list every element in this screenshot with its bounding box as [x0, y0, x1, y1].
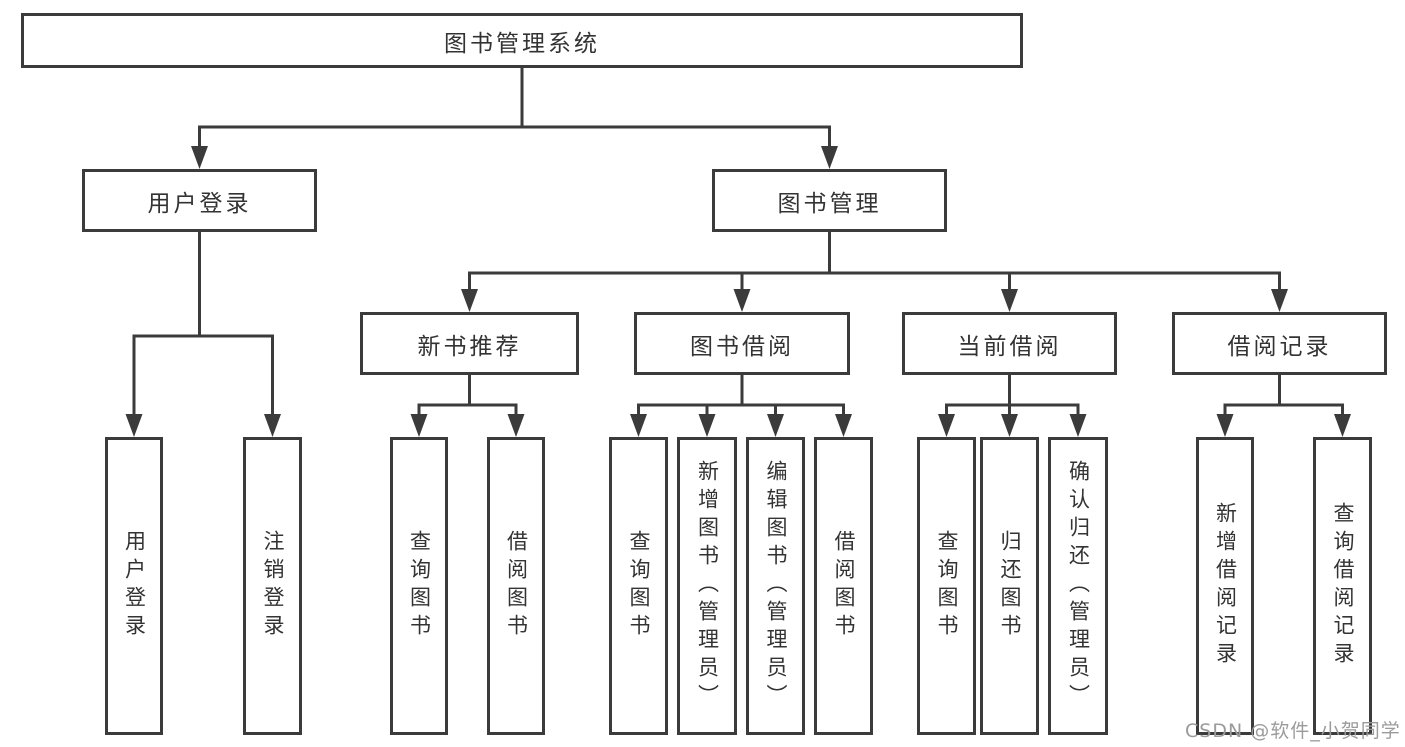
node-library-management-system: 图书管理系统	[21, 13, 1023, 68]
leaf-user-login: 用户登录	[105, 437, 163, 735]
leaf-add-borrow-record: 新增借阅记录	[1196, 437, 1254, 735]
leaf-label: 查询图书	[407, 530, 432, 642]
connector-borrow-records-children	[1223, 375, 1344, 420]
leaf-query-borrow-record: 查询借阅记录	[1313, 437, 1372, 735]
leaf-borrow-books-2: 借阅图书	[814, 437, 873, 735]
leaf-label: 查询图书	[935, 530, 959, 642]
leaf-label: 确认归还（管理员）	[1066, 460, 1091, 712]
connector-user-login-children	[132, 232, 274, 420]
arrowheads-new-books-children	[410, 414, 525, 437]
node-book-borrowing: 图书借阅	[634, 312, 850, 375]
leaf-edit-books-admin: 编辑图书（管理员）	[746, 437, 805, 735]
connector-root-to-level2	[198, 68, 831, 150]
arrowheads-level3	[461, 289, 1288, 312]
connector-current-borrow-children	[945, 375, 1080, 420]
arrowheads-current-borrow-children	[938, 414, 1087, 437]
leaf-query-books-3: 查询图书	[917, 437, 976, 735]
connector-book-borrow-children	[637, 375, 845, 420]
leaf-label: 借阅图书	[504, 530, 529, 642]
leaf-label: 新增借阅记录	[1213, 502, 1238, 670]
arrowheads-level2	[191, 146, 838, 169]
connector-book-management-sections	[468, 232, 1281, 292]
arrowheads-user-login-children	[125, 414, 281, 437]
leaf-label: 注销登录	[261, 530, 285, 642]
node-borrowing-records: 借阅记录	[1172, 312, 1387, 375]
leaf-borrow-books-1: 借阅图书	[487, 437, 545, 735]
leaf-query-books-1: 查询图书	[390, 437, 448, 735]
node-current-borrowing: 当前借阅	[902, 312, 1117, 375]
csdn-watermark: CSDN @软件_小贺同学	[1185, 720, 1401, 742]
leaf-return-books: 归还图书	[980, 437, 1039, 735]
leaf-label: 归还图书	[998, 530, 1022, 642]
leaf-logout: 注销登录	[243, 437, 302, 735]
leaf-label: 查询借阅记录	[1331, 502, 1355, 670]
leaf-confirm-return-admin: 确认归还（管理员）	[1048, 437, 1108, 735]
leaf-label: 编辑图书（管理员）	[764, 460, 788, 712]
connector-new-books-children	[417, 375, 518, 420]
node-user-login: 用户登录	[82, 169, 317, 232]
arrowheads-book-borrow-children	[630, 414, 852, 437]
arrowheads-borrow-records-children	[1216, 414, 1351, 437]
leaf-label: 用户登录	[122, 530, 147, 642]
leaf-label: 查询图书	[627, 530, 651, 642]
node-new-book-recommendation: 新书推荐	[360, 312, 579, 375]
leaf-label: 借阅图书	[832, 530, 856, 642]
leaf-label: 新增图书（管理员）	[695, 460, 720, 712]
node-book-management: 图书管理	[712, 169, 947, 232]
leaf-add-books-admin: 新增图书（管理员）	[677, 437, 737, 735]
leaf-query-books-2: 查询图书	[609, 437, 668, 735]
